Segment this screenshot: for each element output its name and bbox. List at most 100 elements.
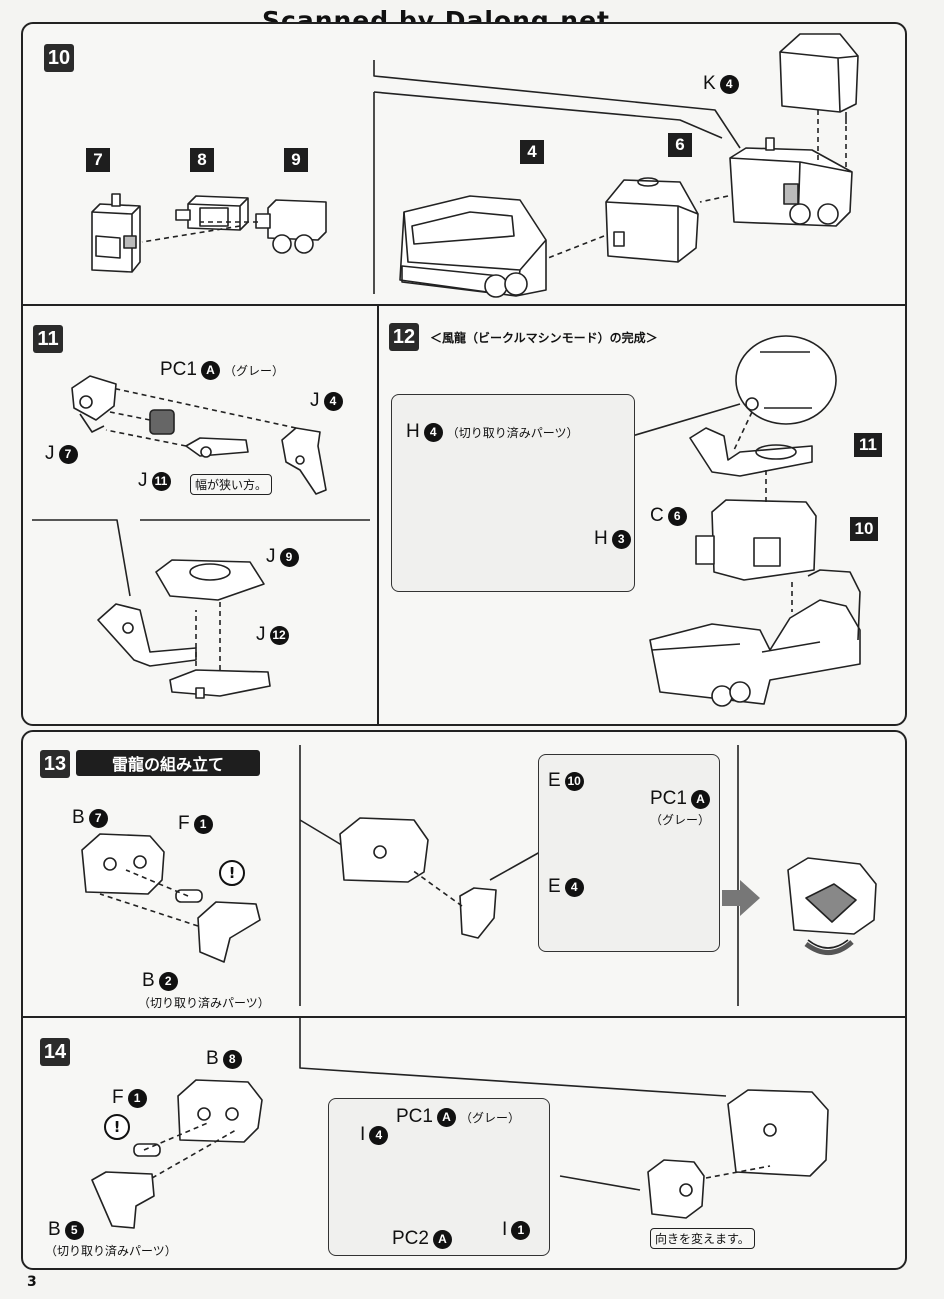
label-f1-13-letter: F (178, 813, 190, 834)
label-b7: B 7 (72, 807, 108, 829)
label-j12-letter: J (256, 624, 266, 645)
step-14-number: 14 (40, 1038, 70, 1066)
label-j12: J 12 (256, 624, 289, 646)
label-j11: J 11 (138, 470, 171, 492)
label-f1-14: F 1 (112, 1087, 147, 1109)
label-h4-letter: H (406, 421, 420, 442)
label-b5-num: 5 (64, 1220, 84, 1240)
label-b8-letter: B (206, 1048, 219, 1069)
label-j4: J 4 (310, 390, 343, 412)
part-9-drawing (255, 199, 327, 254)
label-e4-letter: E (548, 876, 561, 897)
step13-result-drawing (787, 857, 877, 949)
caution-icon-14: ! (104, 1114, 130, 1140)
label-b5: B 5 (48, 1219, 84, 1241)
label-pc1-11: PC1 A （グレー） (160, 359, 284, 381)
part-b8-drawing (177, 1079, 263, 1143)
label-j11-letter: J (138, 470, 148, 491)
step-13-title: 雷龍の組み立て (76, 750, 260, 776)
label-b7-num: 7 (88, 808, 108, 828)
label-f1-13: F 1 (178, 813, 213, 835)
part-j11-drawing (185, 437, 249, 458)
label-i4: I 4 (360, 1124, 389, 1146)
label-h3-letter: H (594, 528, 608, 549)
ref-tag-11: 11 (854, 433, 882, 457)
label-j7-letter: J (45, 443, 55, 464)
step-10-number: 10 (44, 44, 74, 72)
part-tag-8: 8 (190, 148, 214, 172)
label-f1-14-num: 1 (127, 1088, 147, 1108)
label-c6-num: 6 (667, 506, 687, 526)
label-k4-num: 4 (719, 74, 739, 94)
part-f1-14-drawing (133, 1143, 161, 1157)
label-pc1-11-text: PC1 (160, 359, 197, 380)
part-j7-drawing (71, 375, 117, 433)
label-pc1-14: PC1 A （グレー） (396, 1106, 520, 1128)
label-pc1-13-text: PC1 (650, 788, 687, 809)
label-pc2: PC2 A (392, 1228, 452, 1250)
part-wing-drawing (735, 335, 837, 425)
pc1-joint-drawing (149, 409, 175, 435)
part-f1-drawing (175, 889, 203, 903)
part-j12-drawing (169, 669, 271, 699)
part-c6-drawing (695, 499, 817, 581)
label-pc1-11-num: A (200, 360, 220, 380)
part-8-drawing (175, 195, 249, 231)
final-vehicle-drawing (649, 569, 861, 707)
label-f1-13-num: 1 (193, 814, 213, 834)
label-c6: C 6 (650, 505, 687, 527)
label-k4-letter: K (703, 73, 716, 94)
assembled-step10-drawing (729, 137, 853, 227)
label-h4-note: （切り取り済みパーツ） (446, 425, 579, 440)
label-pc1-14-num: A (436, 1107, 456, 1127)
b2-note: （切り取り済みパーツ） (138, 996, 270, 1010)
step-11-number: 11 (33, 325, 63, 353)
label-f1-14-letter: F (112, 1087, 124, 1108)
part-b2-drawing (197, 901, 261, 963)
step14-result-drawing (727, 1089, 829, 1177)
label-e10-letter: E (548, 770, 561, 791)
label-i1-num: 1 (511, 1220, 531, 1240)
label-b5-letter: B (48, 1219, 61, 1240)
label-j4-letter: J (310, 390, 320, 411)
label-b7-letter: B (72, 807, 85, 828)
label-j9-num: 9 (279, 547, 299, 567)
pc1-13-note: （グレー） (650, 813, 711, 827)
step13-small-part-drawing (459, 887, 497, 939)
label-j12-num: 12 (269, 625, 289, 645)
label-j9-letter: J (266, 546, 276, 567)
assembled-step11-drawing (97, 603, 197, 667)
part-tag-9: 9 (284, 148, 308, 172)
part-b5-drawing (91, 1171, 155, 1229)
part-b7-drawing (81, 833, 165, 895)
step13-mid-drawing (339, 817, 429, 883)
label-pc1-14-note: （グレー） (459, 1110, 520, 1125)
label-j9: J 9 (266, 546, 299, 568)
label-e4: E 4 (548, 876, 584, 898)
label-pc2-num: A (432, 1229, 452, 1249)
part-j9-drawing (155, 559, 265, 601)
label-j4-num: 4 (323, 391, 343, 411)
label-pc1-13-num: A (690, 789, 710, 809)
label-i1: I 1 (502, 1219, 531, 1241)
label-e10: E 10 (548, 770, 584, 792)
label-h3: H 3 (594, 528, 631, 550)
label-j7-num: 7 (58, 444, 78, 464)
label-j7: J 7 (45, 443, 78, 465)
part-6-drawing (605, 177, 699, 263)
label-pc1-13: PC1 A (650, 788, 710, 810)
label-pc2-text: PC2 (392, 1228, 429, 1249)
caution-icon: ! (219, 860, 245, 886)
label-c6-letter: C (650, 505, 664, 526)
narrow-side-note: 幅が狭い方。 (190, 474, 273, 495)
part-j4-drawing (281, 427, 327, 495)
label-j11-num: 11 (151, 471, 171, 491)
b5-note: （切り取り済みパーツ） (45, 1244, 177, 1258)
part-11-assembled-drawing (689, 427, 813, 477)
part-tag-4: 4 (520, 140, 544, 164)
step-12-title: ＜風龍（ビークルマシンモード）の完成＞ (430, 331, 658, 345)
part-tag-6: 6 (668, 133, 692, 157)
label-i1-letter: I (502, 1219, 508, 1240)
label-pc1-14-text: PC1 (396, 1106, 433, 1127)
label-b8: B 8 (206, 1048, 242, 1070)
